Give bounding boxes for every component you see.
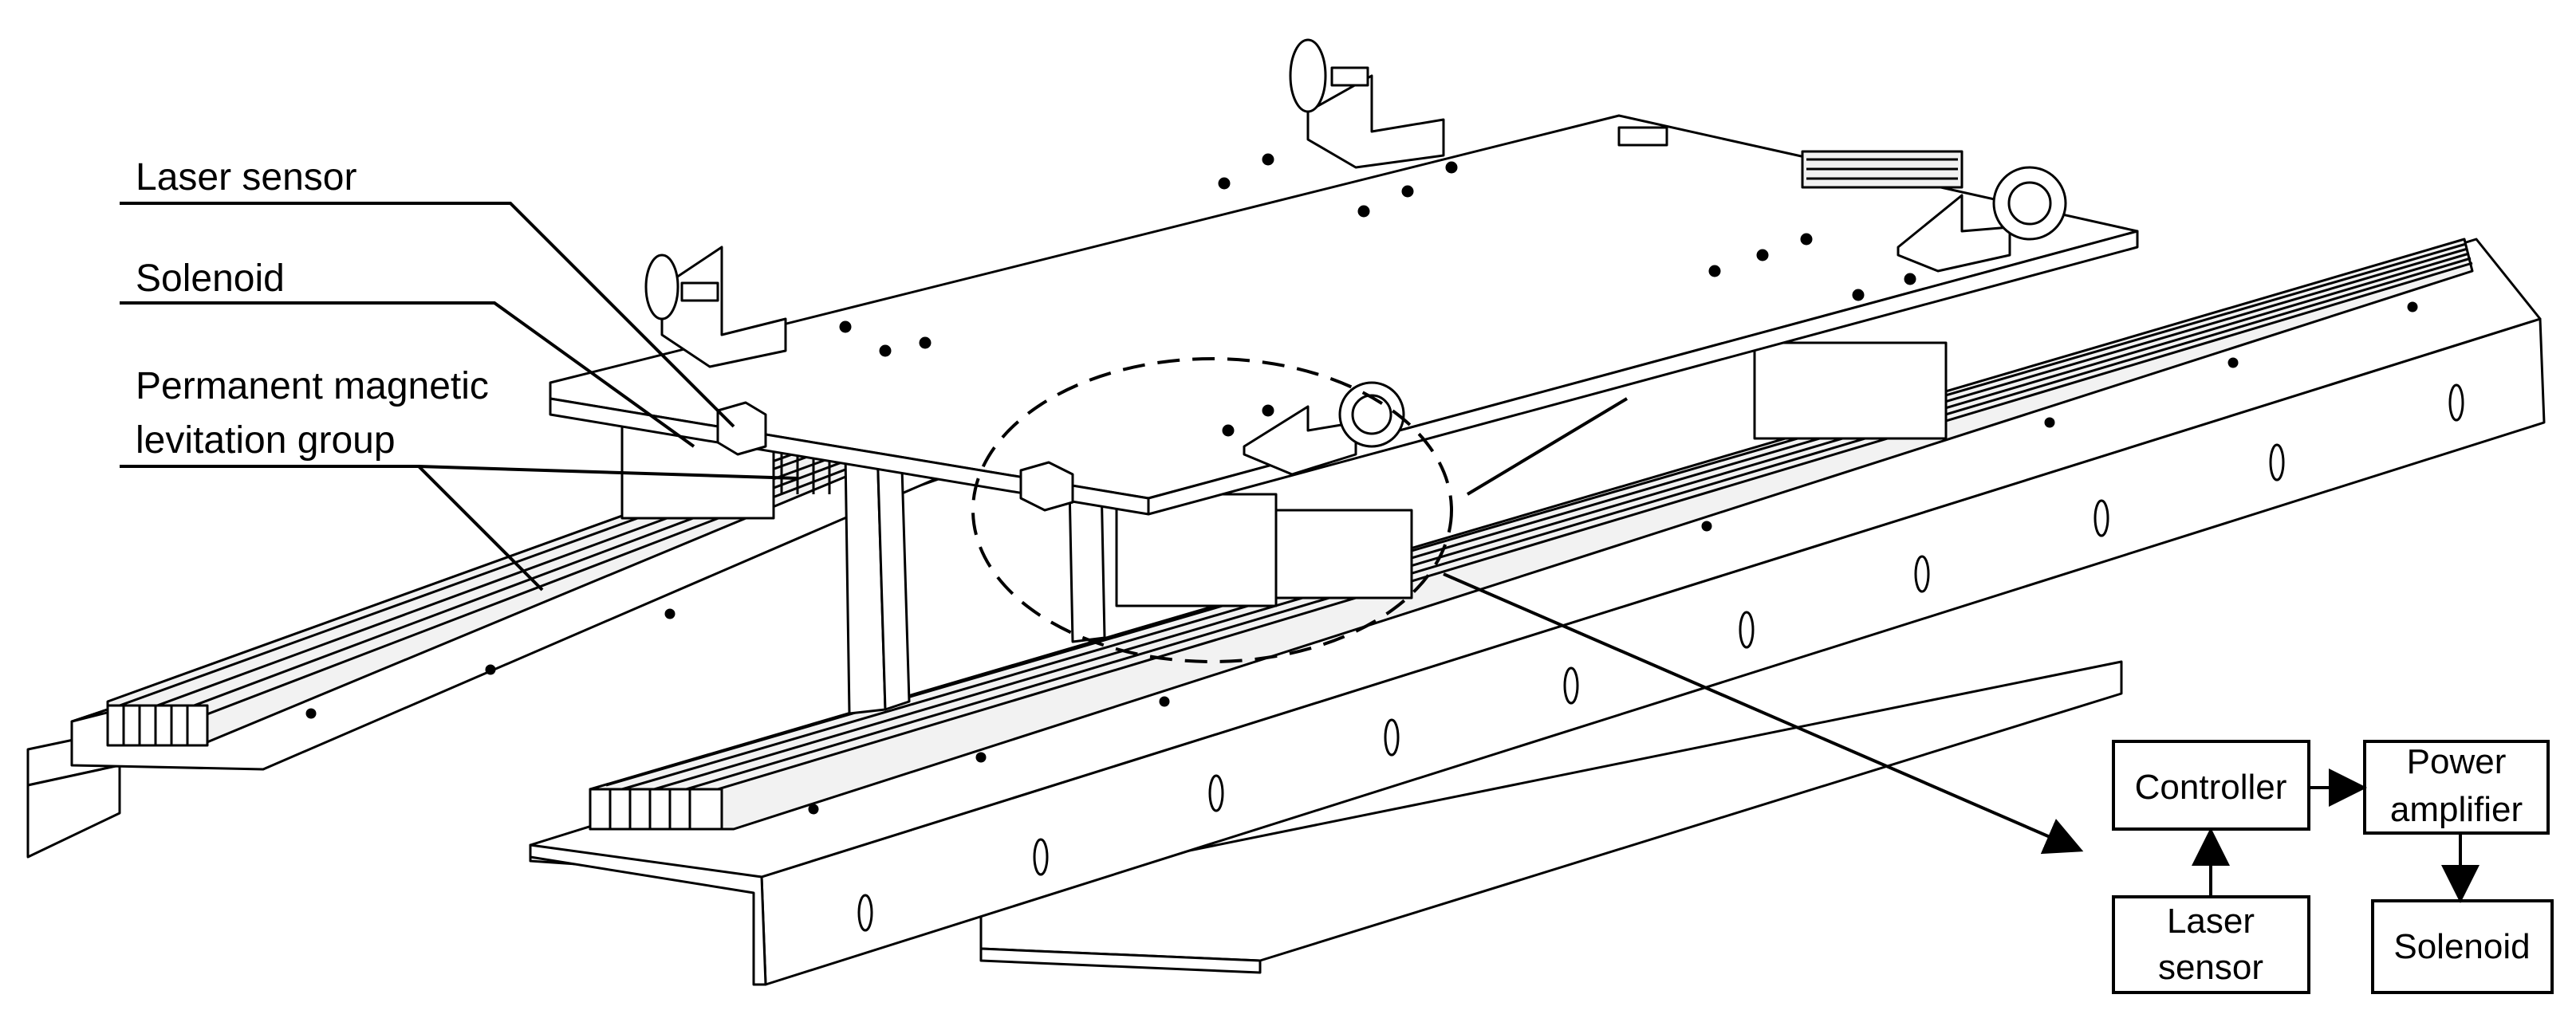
power-amplifier-box [2363,740,2550,835]
laser-sensor-box [2112,895,2310,994]
power-amplifier-label-line2: amplifier [2390,790,2523,829]
block-diagram-labels: Controller Power amplifier Laser sensor … [2135,742,2531,987]
pm-group-label-line2: levitation group [136,419,396,462]
laser-sensor-leader [120,202,735,428]
pm-group-label-line1: Permanent magnetic [136,365,489,407]
right-rail [529,238,2546,986]
laser-sensor-blocks [716,401,1074,512]
base-plate [979,660,2123,974]
solenoid-leader [120,301,695,448]
solenoid-box-label: Solenoid [2393,927,2530,966]
power-amplifier-label-line1: Power [2407,742,2507,781]
laser-sensor-box-label-line2: sensor [2158,948,2263,987]
laser-sensor-label: Laser sensor [136,156,356,199]
control-block-diagram [2112,740,2554,994]
solenoid-label: Solenoid [136,257,285,300]
inner-pointer [1466,397,1629,496]
controller-box [2112,740,2310,831]
callout-leaders [120,202,2084,855]
carriage-plate [549,114,2139,516]
guide-wheels [644,38,2067,476]
callout-labels: Laser sensor Solenoid Permanent magnetic… [136,156,489,462]
detail-highlight-circle [971,357,1453,663]
controller-label: Controller [2135,768,2287,807]
pm-group-leader-branch [418,465,798,480]
solenoid-box [2371,899,2554,994]
detail-arrow [1443,572,2084,855]
laser-sensor-box-label-line1: Laser [2167,902,2255,941]
